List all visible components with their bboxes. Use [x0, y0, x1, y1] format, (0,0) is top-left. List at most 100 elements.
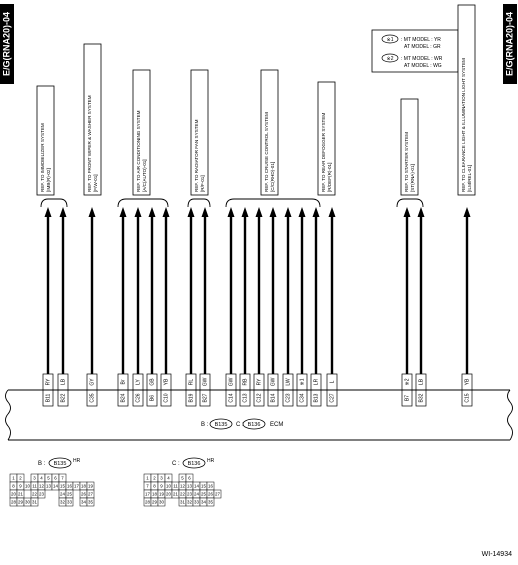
pin-number: 27	[215, 492, 220, 497]
pin-cell: 22	[30, 489, 39, 499]
pin-cell: 27	[213, 489, 222, 499]
pin-number: 6	[188, 476, 191, 481]
wire-pin-label: B7	[404, 395, 410, 401]
group-braces	[40, 198, 424, 208]
pin-cell: 8	[9, 481, 18, 491]
pin-number: 32	[60, 500, 65, 505]
wire-pin-label: C10	[163, 393, 169, 402]
pin-number: 30	[25, 500, 30, 505]
wire-b7[interactable]: ※2B7	[401, 207, 413, 407]
pin-number: 17	[145, 492, 150, 497]
pin-number: 16	[67, 484, 72, 489]
pin-cell: 11	[171, 481, 180, 491]
wire-color-label: Br	[120, 379, 126, 384]
ref-box-front-wiper[interactable]: REF. TO FRONT WIPER & WASHER SYSTEM [F/W…	[83, 43, 102, 196]
ref-air-conditioning-line2: [A/C(AUTO)-01]	[142, 159, 147, 192]
legend-mark-2: ※2	[387, 56, 394, 62]
pin-cell: 10	[164, 481, 173, 491]
wire-color-label: RY	[256, 378, 262, 386]
pin-cell: 24	[192, 489, 201, 499]
pin-number: 3	[33, 476, 36, 481]
wire-pin-label: C15	[464, 393, 470, 402]
pin-cell: 15	[199, 481, 208, 491]
wire-pin-label: C35	[89, 393, 95, 402]
pin-cell: 29	[150, 497, 159, 507]
ref-starter-line2: [ST(RNA)-01]	[410, 164, 415, 192]
legend-box: ※1 : MT MODEL : YR AT MODEL : GR ※2 : MT…	[371, 29, 459, 73]
pin-cell: 27	[86, 489, 95, 499]
wire-pin-label: C14	[228, 393, 234, 402]
pin-number: 13	[187, 484, 192, 489]
connector-b-suffix: HR	[73, 458, 81, 464]
pin-number: 9	[160, 484, 163, 489]
ecm-c-connector: B136	[248, 422, 261, 428]
pin-number: 23	[187, 492, 192, 497]
pin-number: 15	[201, 484, 206, 489]
connector-c-prefix: C :	[172, 461, 180, 467]
pin-cell: 20	[164, 489, 173, 499]
pin-cell: 9	[16, 481, 25, 491]
pin-cell: 5	[44, 473, 53, 483]
pin-number: 11	[32, 484, 37, 489]
pin-number: 1	[12, 476, 15, 481]
wire-pin-label: B19	[188, 393, 194, 402]
ref-box-starter[interactable]: REF. TO STARTER SYSTEM [ST(RNA)-01]	[400, 98, 419, 196]
connector-b-prefix: B :	[38, 461, 46, 467]
ecm-b-label: B :	[201, 422, 209, 428]
wire-pin-label: B22	[60, 393, 66, 402]
pin-number: 12	[39, 484, 44, 489]
pin-cell: 30	[23, 497, 32, 507]
ref-immobilizer-line2: [IMB(R)-02]	[46, 168, 51, 192]
ref-box-rear-defogger[interactable]: REF. TO REAR DEFOGGER SYSTEM [R/DEF(R)-0…	[317, 81, 336, 196]
ref-cruise-control-line2: [C/C(RHD)-01]	[270, 162, 275, 192]
ref-box-air-conditioning[interactable]: REF. TO AIR CONDITIONING SYSTEM [A/C(AUT…	[132, 69, 151, 196]
pin-number: 4	[167, 476, 170, 481]
legend-1-line2: AT MODEL : GR	[404, 44, 441, 50]
ref-box-radiator-fan[interactable]: REF. TO RADIATOR FAN SYSTEM [R/F-01]	[190, 69, 209, 196]
pin-cell: 35	[86, 497, 95, 507]
wire-color-label: GW	[202, 377, 208, 386]
right-side-label: E/G(RNA20)-04	[504, 12, 514, 76]
pin-cell: 19	[157, 489, 166, 499]
pin-number: 19	[88, 484, 93, 489]
pin-cell: 9	[157, 481, 166, 491]
pin-number: 22	[32, 492, 37, 497]
wire-pin-label: B11	[45, 394, 51, 403]
pin-cell: 17	[72, 481, 81, 491]
wire-color-label: GB	[149, 378, 155, 386]
pin-cell: 35	[206, 497, 215, 507]
ref-box-clearance-light[interactable]: REF. TO CLEARANCE LIGHT & ILLUMINATION L…	[457, 4, 476, 196]
wire-pin-label: C34	[299, 393, 305, 402]
pin-cell: 26	[79, 489, 88, 499]
ref-immobilizer-line1: REF. TO IMMOBILIZER SYSTEM	[40, 123, 45, 192]
ref-starter-line1: REF. TO STARTER SYSTEM	[404, 132, 409, 192]
ref-box-cruise-control[interactable]: REF. TO CRUISE CONTROL SYSTEM [C/C(RHD)-…	[260, 69, 279, 196]
ref-box-immobilizer[interactable]: REF. TO IMMOBILIZER SYSTEM [IMB(R)-02]	[36, 85, 55, 196]
pin-number: 2	[19, 476, 22, 481]
ref-cruise-control-line1: REF. TO CRUISE CONTROL SYSTEM	[264, 112, 269, 192]
pin-cell: 33	[65, 497, 74, 507]
ref-front-wiper-line2: [F/W-01]	[93, 174, 98, 192]
right-side-tab: E/G(RNA20)-04	[503, 4, 517, 84]
connector-c-code: B136	[188, 461, 201, 467]
pin-number: 33	[194, 500, 199, 505]
